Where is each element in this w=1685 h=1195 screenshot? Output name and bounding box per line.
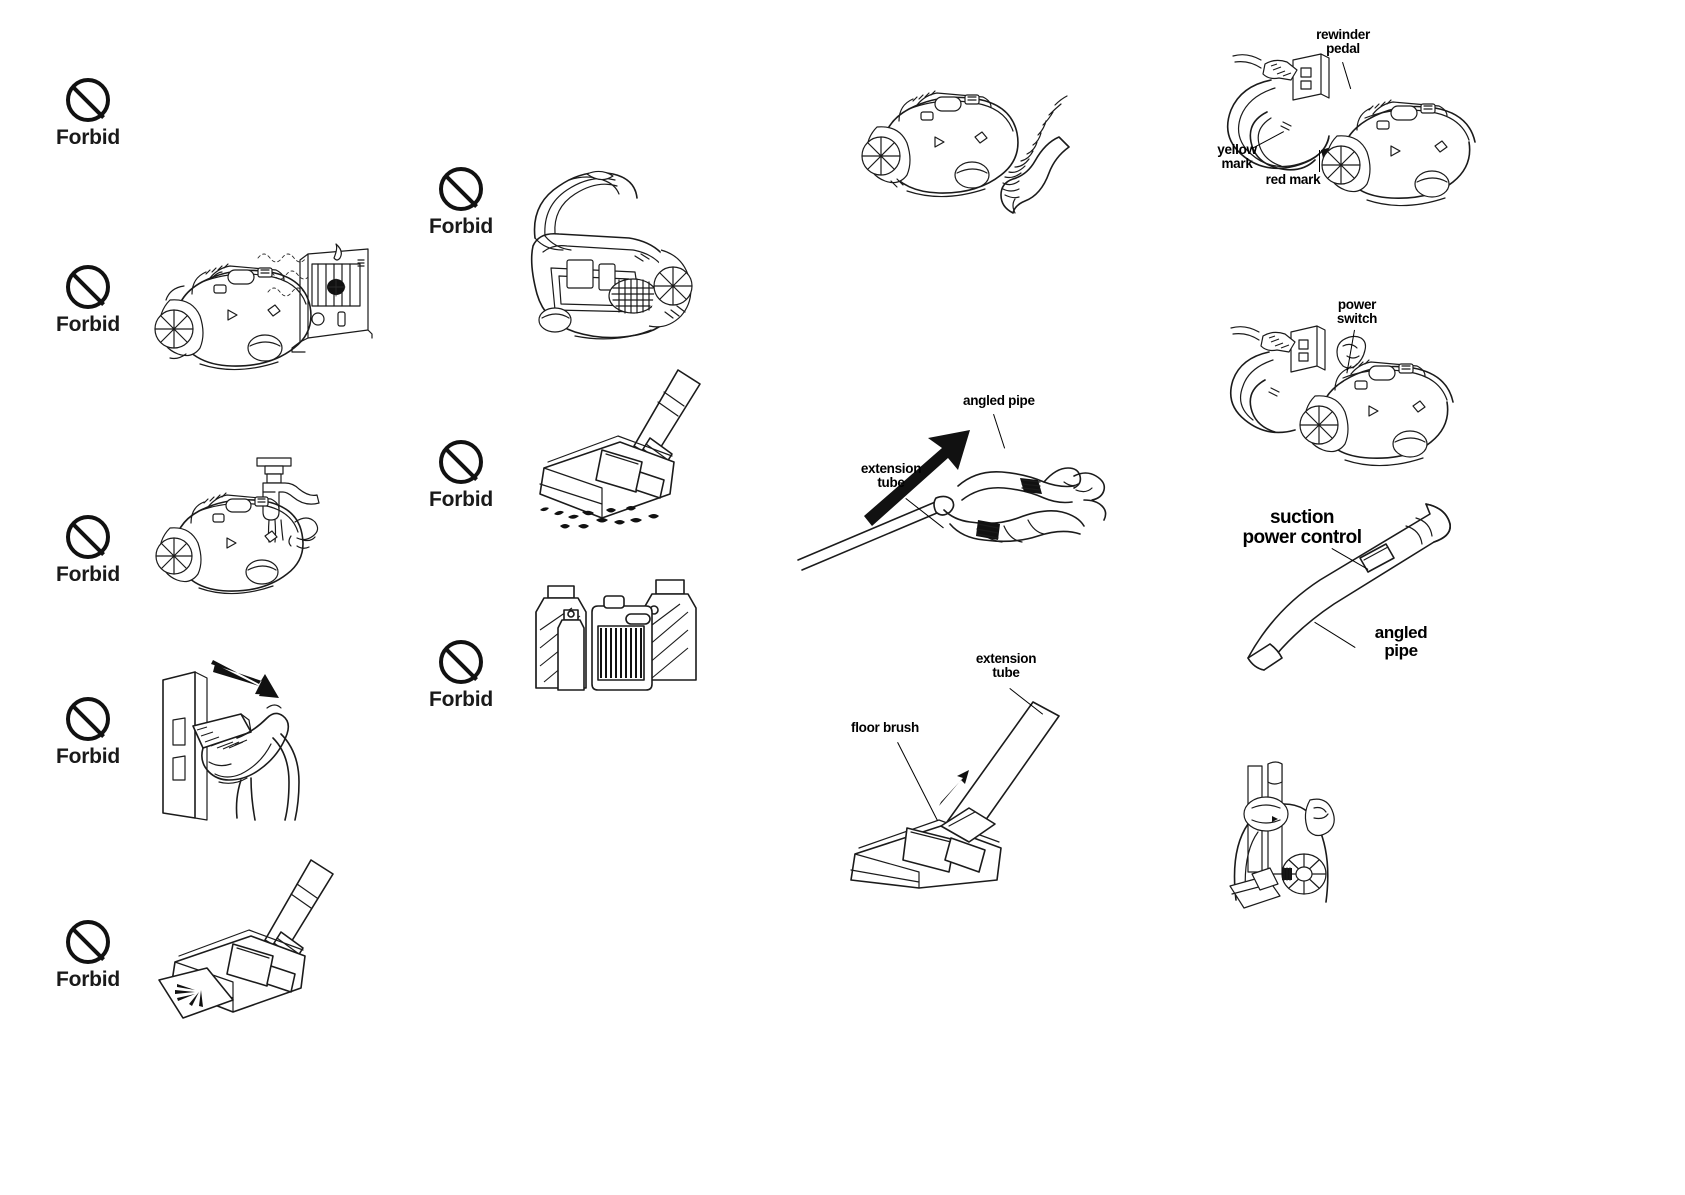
label-extension-tube-join: extension tube [860, 461, 922, 491]
prohibition-sign-icon [66, 515, 110, 559]
forbid-badge-1: Forbid [55, 78, 121, 148]
label-angled-pipe-join: angled pipe [963, 393, 1035, 408]
illustration-attach-floor-brush [850, 701, 1060, 889]
forbid-badge-2: Forbid [55, 265, 121, 335]
illustration-cord-rewind-marks [1226, 53, 1476, 207]
illustration-suction-control-pipe [1247, 503, 1451, 671]
label-angled-pipe-control: angled pipe [1374, 623, 1428, 660]
forbid-label: Forbid [55, 745, 121, 768]
forbid-label: Forbid [55, 126, 121, 149]
forbid-badge-5: Forbid [55, 920, 121, 990]
label-red-mark: red mark [1265, 172, 1321, 187]
forbid-label: Forbid [55, 968, 121, 991]
forbid-label: Forbid [428, 488, 494, 511]
illustration-floor-brush-large-debris [539, 369, 701, 529]
illustration-vacuum-open-lid [530, 170, 693, 340]
prohibition-sign-icon [66, 697, 110, 741]
forbid-badge-4: Forbid [55, 697, 121, 767]
illustration-power-switch [1229, 325, 1454, 467]
illustration-pulling-plug-by-cord [162, 660, 300, 821]
label-yellow-mark: yellow mark [1217, 142, 1257, 172]
forbid-label: Forbid [55, 313, 121, 336]
prohibition-sign-icon [439, 440, 483, 484]
illustration-vacuum-near-heater [154, 243, 373, 371]
label-extension-tube-brush: extension tube [975, 651, 1037, 681]
label-power-switch: power switch [1336, 297, 1378, 327]
forbid-badge-8: Forbid [428, 640, 494, 710]
illustration-vacuum-under-faucet [155, 457, 320, 595]
prohibition-sign-icon [66, 920, 110, 964]
forbid-badge-7: Forbid [428, 440, 494, 510]
illustration-flammable-bottles-and-heater [535, 579, 697, 691]
label-floor-brush: floor brush [851, 720, 919, 735]
illustration-upright-storage [1229, 761, 1335, 909]
leader-red-mark [1318, 150, 1320, 172]
illustration-joining-pipe-and-tube [797, 430, 1107, 571]
forbid-label: Forbid [55, 563, 121, 586]
forbid-label: Forbid [428, 688, 494, 711]
illustration-floor-brush-on-glass [158, 859, 334, 1019]
forbid-label: Forbid [428, 215, 494, 238]
prohibition-sign-icon [439, 167, 483, 211]
prohibition-sign-icon [66, 78, 110, 122]
forbid-badge-6: Forbid [428, 167, 494, 237]
forbid-badge-3: Forbid [55, 515, 121, 585]
label-rewinder-pedal: rewinder pedal [1316, 27, 1370, 57]
illustration-vacuum-body-with-hose [861, 90, 1070, 214]
label-suction-power-control: suction power control [1242, 507, 1362, 548]
prohibition-sign-icon [66, 265, 110, 309]
prohibition-sign-icon [439, 640, 483, 684]
